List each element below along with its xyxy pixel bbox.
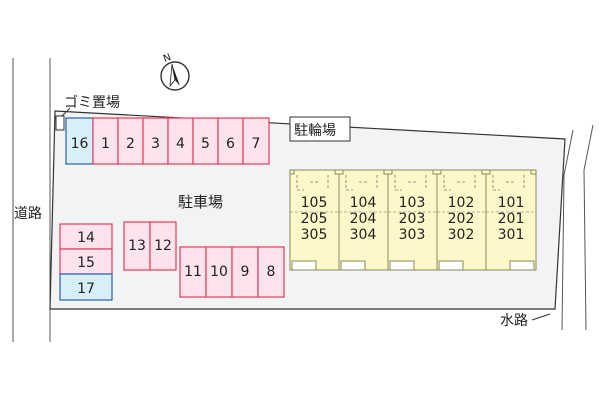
unit-number: 201 <box>498 211 525 227</box>
parking-space-number: 11 <box>184 264 202 280</box>
bicycle-parking-box <box>289 116 351 142</box>
unit-number: 202 <box>448 211 475 227</box>
entrance <box>340 260 366 271</box>
parking-space <box>149 221 177 271</box>
parking-space <box>65 117 94 165</box>
parking-space-number: 3 <box>151 136 160 152</box>
unit-number: 302 <box>448 227 475 243</box>
entrance <box>509 260 535 271</box>
parking-space <box>257 246 285 298</box>
parking-space-number: 4 <box>176 136 185 152</box>
bicycle-parking-label: 駐輪場 <box>294 122 336 139</box>
parking-left-column: 14 15 17 <box>59 223 113 301</box>
parking-space <box>59 273 113 301</box>
parking-space <box>242 117 270 165</box>
parking-space <box>59 248 113 275</box>
parking-space <box>231 246 259 298</box>
parking-space-number: 2 <box>126 136 135 152</box>
parking-space-number: 16 <box>71 136 89 152</box>
unit-number: 205 <box>301 211 328 227</box>
entrance <box>291 260 317 271</box>
parking-space-number: 5 <box>201 136 210 152</box>
parking-space-number: 12 <box>154 238 172 254</box>
parking-space-number: 8 <box>267 264 276 280</box>
waterway-leader <box>531 313 551 321</box>
unit-number: 301 <box>498 227 525 243</box>
entrance <box>389 260 415 271</box>
parking-space-number: 1 <box>101 136 110 152</box>
unit-number: 101 <box>498 195 525 211</box>
road-label: 道路 <box>14 206 42 222</box>
unit-column: 102 202 302 <box>436 169 487 271</box>
unit-number: 204 <box>350 211 377 227</box>
garbage-area <box>55 115 65 131</box>
unit-number: 102 <box>448 195 475 211</box>
parking-space <box>167 117 194 165</box>
waterway-edge-right <box>583 124 594 331</box>
parking-space <box>123 221 151 271</box>
unit-column: 103 203 303 <box>387 169 438 271</box>
entrance <box>438 260 464 271</box>
parking-space <box>92 117 119 165</box>
waterway-edge-left <box>561 129 574 331</box>
parking-space-number: 15 <box>77 255 95 271</box>
north-arrow: N <box>160 52 190 91</box>
unit-number: 105 <box>301 195 328 211</box>
unit-column: 104 204 304 <box>338 169 389 271</box>
parking-space-number: 10 <box>210 264 228 280</box>
unit-number: 103 <box>399 195 426 211</box>
unit-number: 203 <box>399 211 426 227</box>
north-label: N <box>162 52 173 65</box>
parking-space <box>205 246 233 298</box>
unit-column: 105 205 305 <box>289 169 340 271</box>
waterway-label: 水路 <box>500 313 528 329</box>
parking-lot-label: 駐車場 <box>178 193 223 211</box>
garbage-label: ゴミ置場 <box>64 94 120 111</box>
apartment-building: 105 205 305 104 204 304 103 203 303 <box>289 169 537 271</box>
unit-number: 303 <box>399 227 426 243</box>
parking-top-row: 16 1 2 3 4 5 6 7 <box>65 117 270 165</box>
parking-space-number: 17 <box>77 281 95 297</box>
unit-number: 104 <box>350 195 377 211</box>
unit-column: 101 201 301 <box>485 169 537 271</box>
parking-space <box>192 117 219 165</box>
unit-number: 304 <box>350 227 377 243</box>
parking-space-number: 9 <box>241 264 250 280</box>
garbage-leader <box>61 107 71 117</box>
parking-bottom-row: 11 10 9 8 <box>179 246 285 298</box>
parking-space-number: 7 <box>252 136 261 152</box>
unit-number: 305 <box>301 227 328 243</box>
parking-space-number: 14 <box>77 230 95 246</box>
parking-space-number: 6 <box>226 136 235 152</box>
parking-space <box>142 117 169 165</box>
parking-space <box>117 117 144 165</box>
parking-pair: 13 12 <box>123 221 177 271</box>
parking-space-number: 13 <box>128 238 146 254</box>
